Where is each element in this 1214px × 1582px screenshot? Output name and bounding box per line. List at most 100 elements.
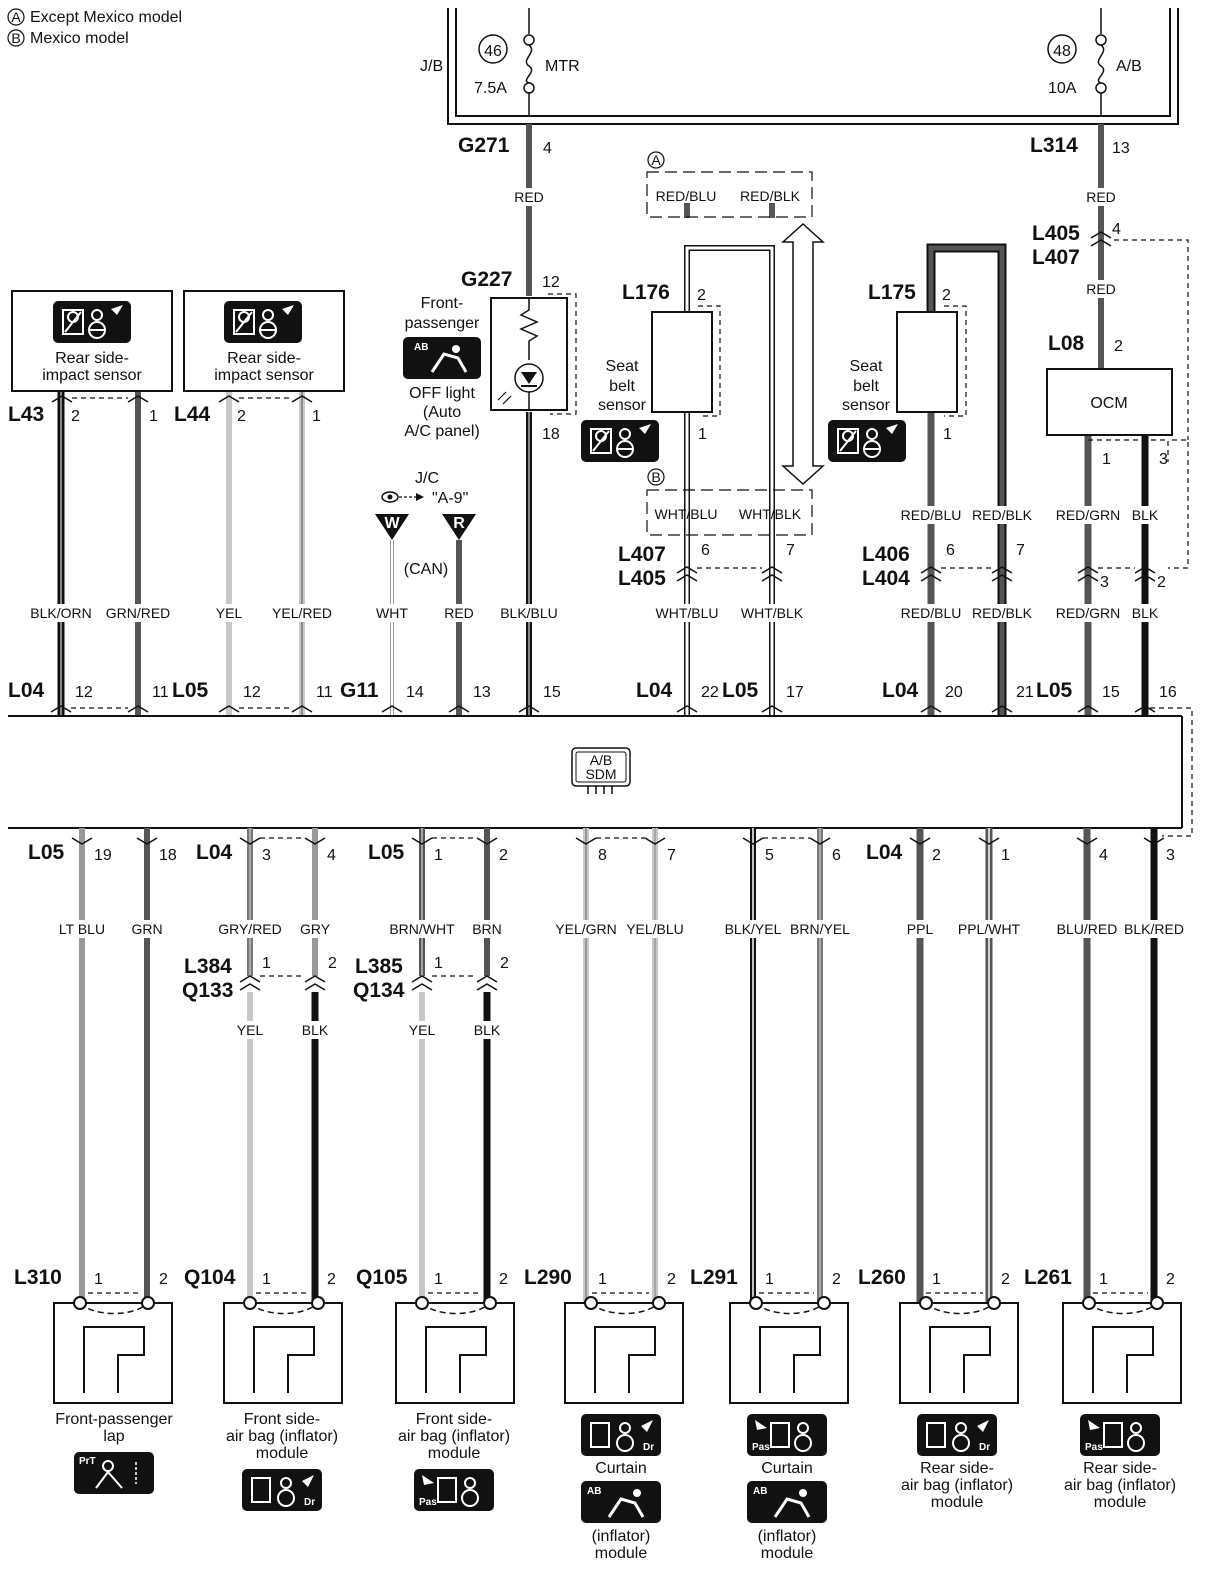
dr-icon-label: Dr: [979, 1442, 990, 1453]
module-pin-2: 2: [499, 1271, 508, 1288]
top-connector-name: L04: [8, 679, 45, 702]
bottom-connector-pin: 1: [434, 847, 443, 864]
module-pin-1: 1: [434, 1271, 443, 1288]
option-a-wire-2: RED/BLK: [740, 188, 801, 204]
module-line: (inflator): [592, 1528, 651, 1545]
conn-l176: L176: [622, 281, 670, 304]
rear-sensor-pas-line-2: impact sensor: [214, 367, 314, 384]
off-light-line-3: A/C panel): [404, 423, 480, 440]
module-line: Curtain: [761, 1460, 813, 1477]
top-connector-name: G11: [340, 679, 379, 702]
low-wire-label: GRN: [131, 921, 162, 937]
top-connector-pin: 22: [701, 684, 719, 701]
conn-l404: L404: [862, 567, 910, 590]
top-connector-pin: 12: [75, 684, 93, 701]
l406-pin-6: 6: [946, 542, 955, 559]
module-connector-name: L310: [14, 1266, 62, 1289]
airbag-badge: AB: [403, 337, 481, 379]
module-connector-name: L291: [690, 1266, 738, 1289]
low-wire-label: BLU/RED: [1057, 921, 1118, 937]
low-wire-label: YEL/GRN: [555, 921, 616, 937]
view-icon: [381, 491, 424, 503]
dr-icon-label: Dr: [304, 1497, 315, 1508]
module-pin-1: 1: [932, 1271, 941, 1288]
option-a-mark: A: [651, 152, 661, 168]
conn-l08: L08: [1048, 332, 1085, 355]
rear-sensor-pas-icon: [223, 300, 303, 344]
low-wire-label: BRN/YEL: [790, 921, 850, 937]
ocm-wire-3: BLK: [1132, 507, 1159, 523]
dr-icon-label: Dr: [643, 1442, 654, 1453]
pas-icon-label: Pas: [1085, 1442, 1103, 1453]
module-line: module: [931, 1494, 984, 1511]
rear-sensor-dr-icon: [52, 300, 132, 344]
bottom-connector-pin: 7: [667, 847, 676, 864]
module-pin-2: 2: [1166, 1271, 1175, 1288]
off-light-badge: AB: [414, 342, 428, 353]
fuse-48-rating: 10A: [1048, 80, 1077, 97]
mid-wire-label: BLK/BLU: [500, 605, 558, 621]
l314-wire: RED: [1086, 189, 1116, 205]
conn-l405: L405: [1032, 222, 1080, 245]
module-connector-name: Q105: [356, 1266, 408, 1289]
low-wire-label: PPL: [907, 921, 934, 937]
fuse-46-name: MTR: [545, 58, 580, 75]
module-pin-2: 2: [667, 1271, 676, 1288]
top-connector-pin: 11: [152, 684, 169, 701]
module-connector-name: L260: [858, 1266, 906, 1289]
can-text: (CAN): [404, 561, 448, 578]
module-connector-name: L261: [1024, 1266, 1072, 1289]
passenger-seat-icon: [580, 419, 660, 463]
rear-sensor-dr-line-1: Rear side-: [55, 350, 129, 367]
module-line: Rear side-: [920, 1460, 994, 1477]
seat-belt-dr-line-1: Seat: [850, 358, 883, 375]
rear-sensor-pas-line-1: Rear side-: [227, 350, 301, 367]
ocm-wire-1: RED/GRN: [1056, 507, 1121, 523]
low-wire-label: BLK/YEL: [725, 921, 782, 937]
mid-wire-label: WHT: [376, 605, 408, 621]
low-wire-label: BRN/WHT: [389, 921, 455, 937]
variant-arrow: [781, 222, 825, 486]
l385-wire-2: BLK: [474, 1022, 501, 1038]
module-line: module: [428, 1445, 481, 1462]
bottom-connector-pin: 1: [1001, 847, 1010, 864]
driver-seat-icon: [827, 419, 907, 463]
l384-pin-2: 2: [328, 955, 337, 972]
mid-wire-label: BLK: [1132, 605, 1159, 621]
seat-belt-sensor-dr-box: [896, 311, 958, 413]
pas-icon-label: Pas: [752, 1442, 770, 1453]
l405-wire: RED: [1086, 281, 1116, 297]
module-line: air bag (inflator): [226, 1428, 338, 1445]
jc-label: J/C: [415, 470, 439, 487]
fuse-48-number: 48: [1053, 43, 1071, 60]
module-line: module: [1094, 1494, 1147, 1511]
module-pin-2: 2: [832, 1271, 841, 1288]
conn-l43: L43: [8, 403, 44, 426]
g227-pin-18: 18: [542, 426, 560, 443]
bottom-connector-pin: 4: [1099, 847, 1108, 864]
module-line: module: [761, 1545, 814, 1562]
l175-pin-1: 1: [943, 426, 952, 443]
fuse-46-rating: 7.5A: [474, 80, 507, 97]
module-line: Curtain: [595, 1460, 647, 1477]
prt-icon-label: PrT: [79, 1456, 96, 1467]
seat-belt-pas-line-2: belt: [609, 378, 635, 395]
option-b-wire-2: WHT/BLK: [739, 506, 802, 522]
conn-l175: L175: [868, 281, 916, 304]
l175-wire-2: RED/BLK: [972, 507, 1033, 523]
l384-wire-2: BLK: [302, 1022, 329, 1038]
bottom-connector-name: L05: [368, 841, 405, 864]
low-wire-label: GRY: [300, 921, 331, 937]
legend-b-mark: B: [11, 30, 20, 46]
g227-pin-12: 12: [542, 274, 560, 291]
ocm-pin-1: 1: [1102, 451, 1111, 468]
low-wire-label: BRN: [472, 921, 502, 937]
bottom-connector-pin: 5: [765, 847, 774, 864]
